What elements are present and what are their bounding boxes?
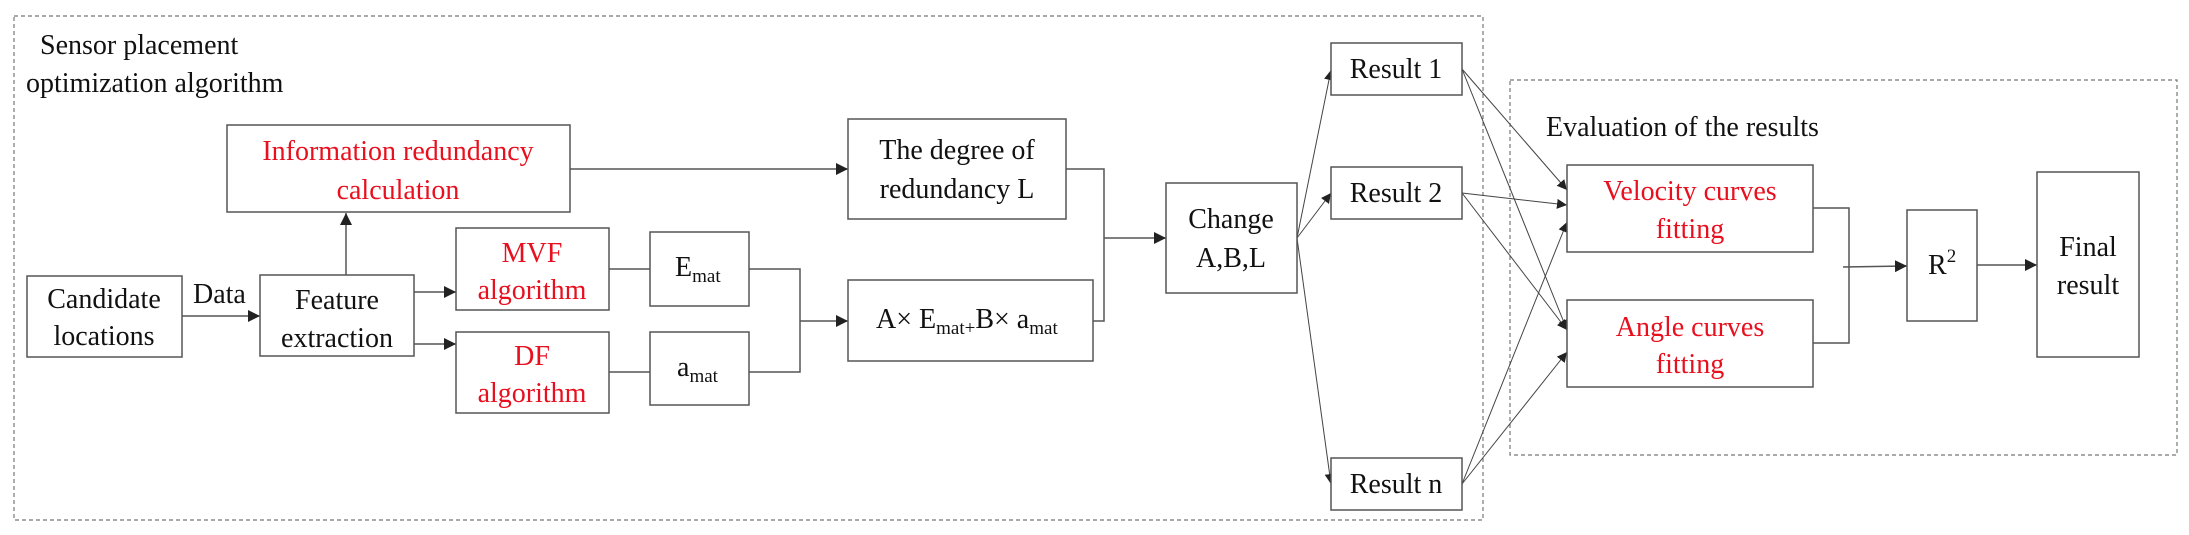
degree-line2: redundancy L — [880, 174, 1035, 205]
arrow-result2-angle — [1461, 192, 1568, 331]
emat-label: Emat — [675, 252, 721, 287]
result1-label: Result 1 — [1350, 54, 1443, 85]
final-line2: result — [2057, 270, 2119, 301]
feature-line2: extraction — [281, 323, 393, 354]
node-mvf-algorithm: MVF algorithm — [455, 227, 610, 311]
node-weighted-formula: A× Emat+B× amat — [847, 279, 1094, 362]
change-line1: Change — [1188, 204, 1274, 235]
arrow-result2-velocity — [1461, 192, 1568, 209]
arrow-to-r2 — [1842, 260, 1908, 273]
arrow-change-resultn — [1296, 237, 1335, 485]
node-emat: Emat — [649, 231, 750, 307]
degree-line1: The degree of — [879, 135, 1035, 166]
mvf-line1: MVF — [502, 238, 563, 269]
evaluation-group — [1509, 79, 2178, 456]
arrow-resultn-angle — [1461, 351, 1568, 485]
candidate-line1: Candidate — [47, 284, 161, 315]
result2-label: Result 2 — [1350, 178, 1443, 209]
candidate-line2: locations — [53, 321, 154, 352]
arrow-change-result2 — [1296, 192, 1332, 239]
df-line2: algorithm — [478, 378, 587, 409]
angle-line2: fitting — [1656, 349, 1724, 380]
node-angle-fitting: Angle curves fitting — [1566, 299, 1814, 388]
optimization-group-title-2: optimization algorithm — [26, 68, 284, 99]
node-result-2: Result 2 — [1330, 166, 1463, 220]
change-line2: A,B,L — [1196, 243, 1266, 274]
info-line1: Information redundancy — [262, 136, 533, 167]
amat-label: amat — [677, 352, 719, 387]
df-line1: DF — [514, 341, 550, 372]
node-candidate-locations: Candidate locations — [26, 275, 183, 358]
data-label: Data — [193, 279, 246, 310]
node-final-result: Final result — [2036, 171, 2140, 358]
optimization-group-title-1: Sensor placement — [40, 30, 238, 61]
node-result-1: Result 1 — [1330, 42, 1463, 96]
evaluation-group-title: Evaluation of the results — [1546, 112, 1819, 143]
velocity-line2: fitting — [1656, 214, 1724, 245]
feature-line1: Feature — [295, 285, 379, 316]
r2-label: R2 — [1928, 246, 1956, 281]
node-result-n: Result n — [1330, 457, 1463, 511]
bracket-velocity-angle — [1813, 207, 1850, 344]
angle-line1: Angle curves — [1616, 312, 1765, 343]
arrow-change-result1 — [1296, 69, 1334, 239]
node-r-squared: R2 — [1906, 209, 1978, 322]
arrow-resultn-velocity — [1461, 221, 1568, 485]
mvf-line2: algorithm — [478, 275, 587, 306]
info-line2: calculation — [337, 175, 460, 206]
resultn-label: Result n — [1350, 469, 1443, 500]
connectors — [182, 68, 2037, 485]
final-line1: Final — [2059, 232, 2117, 263]
formula-label: A× Emat+B× amat — [876, 304, 1058, 339]
bracket-degree-formula — [1066, 168, 1105, 322]
node-change-abl: Change A,B,L — [1165, 182, 1298, 294]
node-velocity-fitting: Velocity curves fitting — [1566, 164, 1814, 253]
velocity-line1: Velocity curves — [1603, 176, 1776, 207]
node-degree-of-redundancy: The degree of redundancy L — [847, 118, 1067, 220]
arrow-result1-velocity — [1461, 68, 1568, 191]
node-df-algorithm: DF algorithm — [455, 331, 610, 414]
node-information-redundancy: Information redundancy calculation — [226, 124, 571, 213]
bracket-emat-amat — [749, 268, 801, 373]
node-amat: amat — [649, 331, 750, 406]
node-feature-extraction: Feature extraction — [259, 274, 415, 357]
